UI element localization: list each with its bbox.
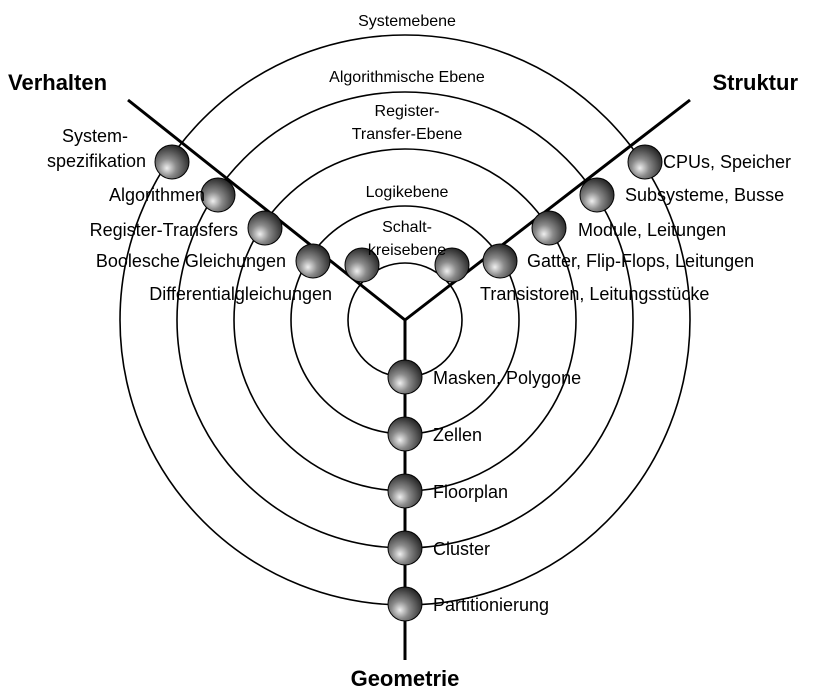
node-structure-algorithmic xyxy=(579,177,615,213)
node-structure-system xyxy=(627,144,663,180)
structure-label-system: CPUs, Speicher xyxy=(663,152,791,172)
node-behavior-system xyxy=(154,144,190,180)
node-behavior-algorithmic xyxy=(200,177,236,213)
geometry-label-register-transfer: Floorplan xyxy=(433,482,508,502)
structure-label-register-transfer: Module, Leitungen xyxy=(578,220,726,240)
behavior-label-logic: Boolesche Gleichungen xyxy=(96,251,286,271)
node-behavior-logic xyxy=(295,243,331,279)
behavior-label-algorithmic: Algorithmen xyxy=(109,185,205,205)
node-structure-logic xyxy=(482,243,518,279)
level-label-circuit-line2: kreisebene xyxy=(368,242,446,259)
node-behavior-circuit xyxy=(344,247,380,283)
behavior-label-register-transfer: Register-Transfers xyxy=(90,220,238,240)
node-geometry-system xyxy=(387,586,423,622)
node-structure-circuit xyxy=(434,247,470,283)
node-structure-register-transfer xyxy=(531,210,567,246)
level-label-system: Systemebene xyxy=(358,13,456,30)
level-label-algorithmic: Algorithmische Ebene xyxy=(329,69,485,86)
level-label-circuit-line1: Schalt- xyxy=(382,219,432,236)
structure-label-algorithmic: Subsysteme, Busse xyxy=(625,185,784,205)
node-geometry-circuit xyxy=(387,359,423,395)
geometry-label-circuit: Masken, Polygone xyxy=(433,368,581,388)
node-geometry-logic xyxy=(387,416,423,452)
geometry-label-system: Partitionierung xyxy=(433,595,549,615)
node-geometry-algorithmic xyxy=(387,530,423,566)
geometry-label-logic: Zellen xyxy=(433,425,482,445)
level-label-register-transfer-line2: Transfer-Ebene xyxy=(352,126,463,143)
structure-label-logic: Gatter, Flip-Flops, Leitungen xyxy=(527,251,754,271)
axis-title-structure: Struktur xyxy=(712,70,798,95)
geometry-label-algorithmic: Cluster xyxy=(433,539,490,559)
behavior-label-system-line2: spezifikation xyxy=(47,151,146,171)
axis-structure-line xyxy=(404,98,691,322)
level-label-logic: Logikebene xyxy=(366,184,449,201)
behavior-label-circuit: Differentialgleichungen xyxy=(149,284,332,304)
axis-title-behavior: Verhalten xyxy=(8,70,107,95)
axis-title-geometry: Geometrie xyxy=(351,666,460,691)
node-geometry-register-transfer xyxy=(387,473,423,509)
node-behavior-register-transfer xyxy=(247,210,283,246)
structure-label-circuit: Transistoren, Leitungsstücke xyxy=(480,284,709,304)
axis-behavior-line xyxy=(127,98,406,322)
level-label-register-transfer-line1: Register- xyxy=(375,103,440,120)
behavior-label-system-line1: System- xyxy=(62,126,128,146)
